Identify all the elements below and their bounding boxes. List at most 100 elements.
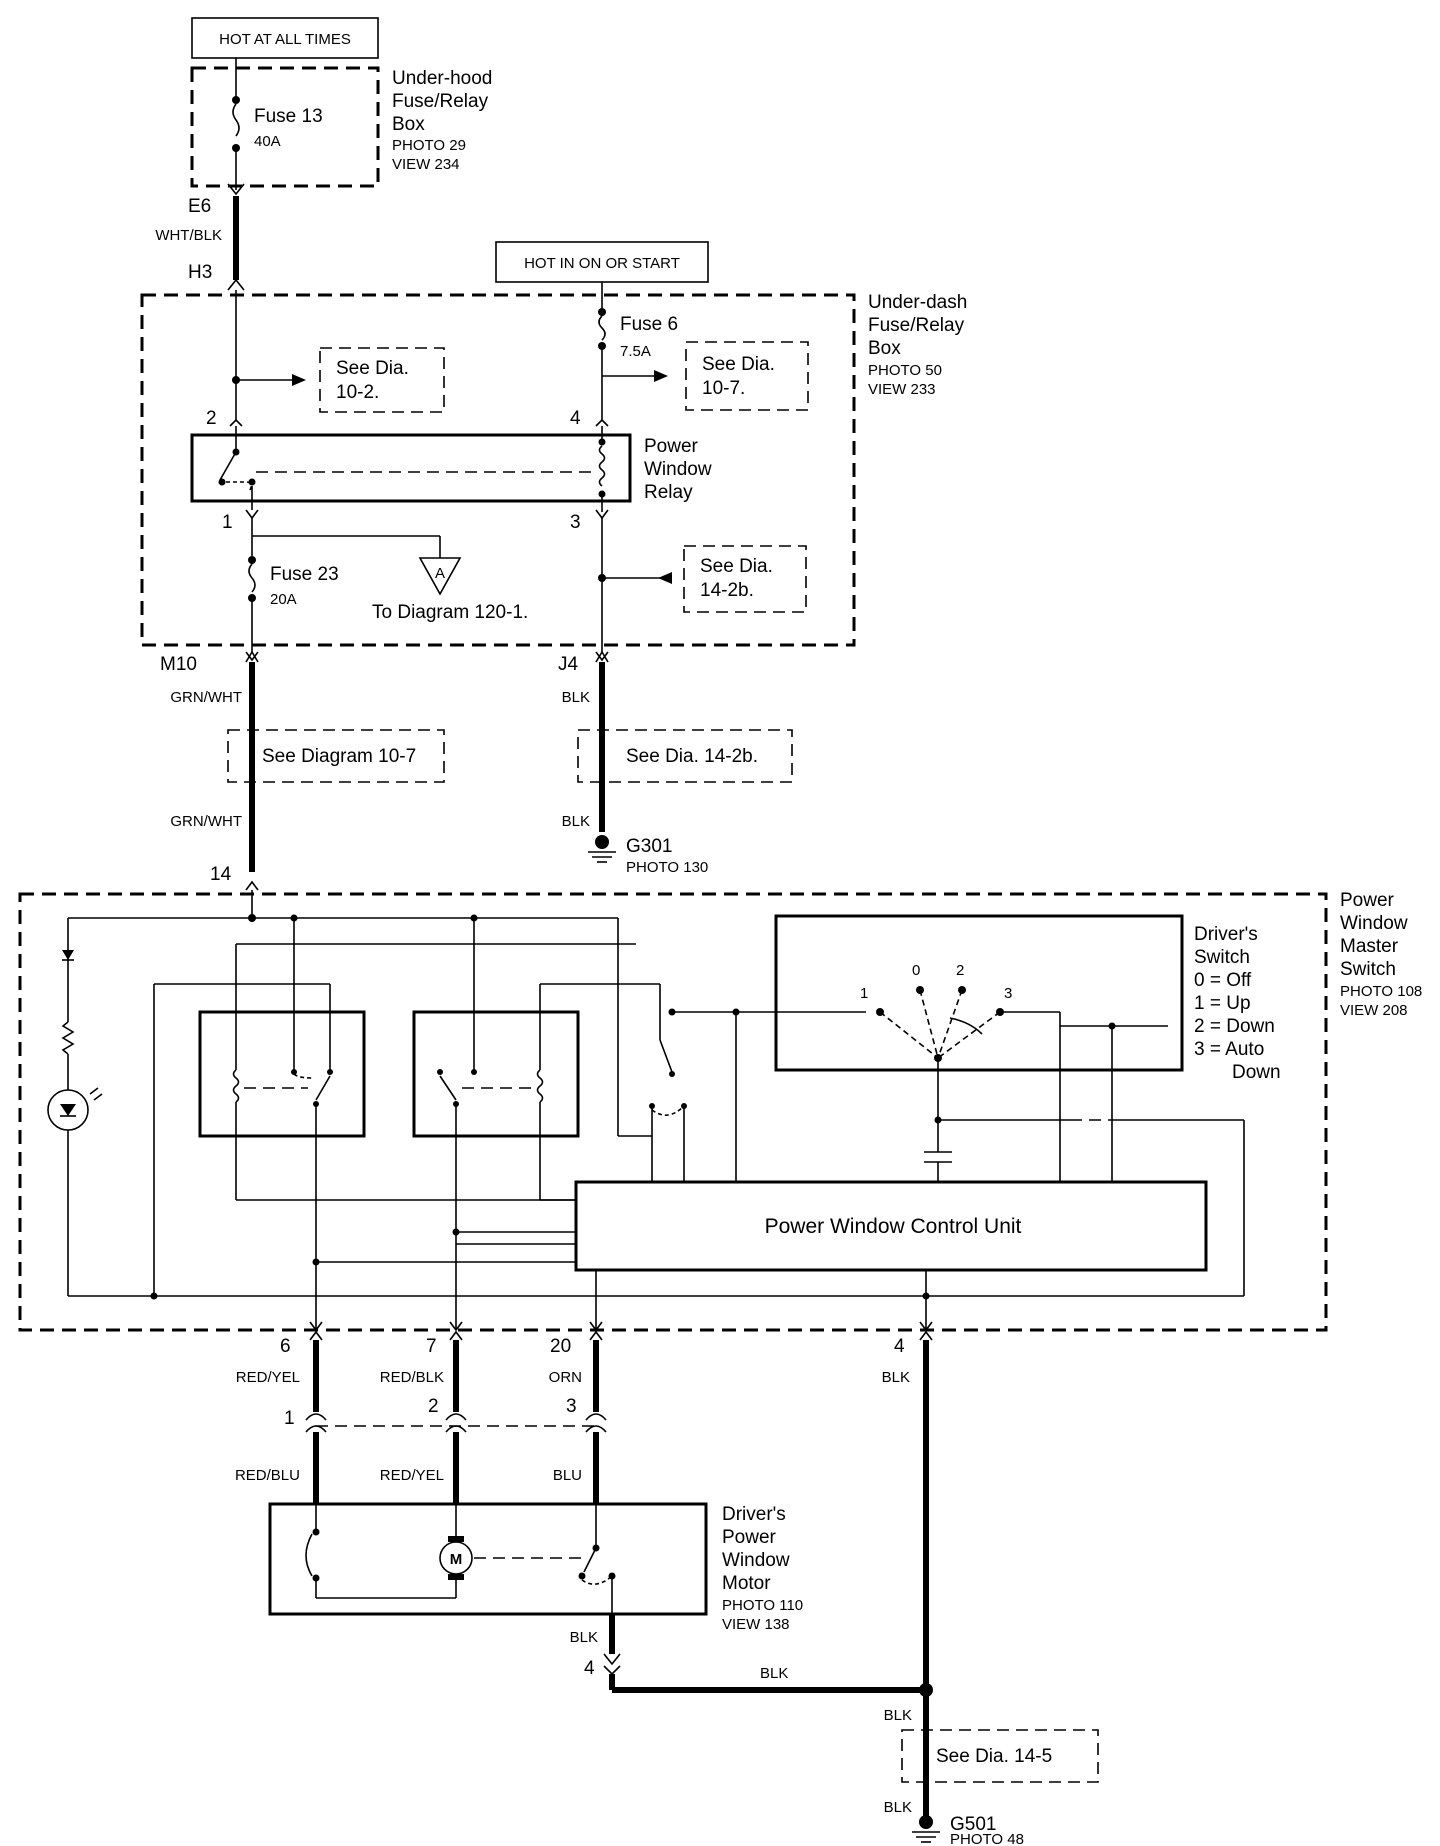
terminal-j4: J4	[558, 654, 579, 675]
switch-position-3: 3	[1004, 985, 1012, 1002]
underdash-fuse-relay-box: Under-dash Fuse/Relay Box PHOTO 50 VIEW …	[140, 282, 967, 662]
fuse-23-name: Fuse 23	[270, 564, 339, 585]
see-dia-10-2-box: See Dia. 10-2.	[319, 347, 445, 413]
relay-title-1: Power	[644, 436, 699, 457]
switch-position-2: 2	[956, 962, 964, 979]
wire-color-blk-motor: BLK	[570, 1629, 598, 1646]
drivers-switch-down: 2 = Down	[1194, 1016, 1275, 1037]
wire-color-red-blu: RED/BLU	[235, 1467, 300, 1484]
motor-title-3: Window	[722, 1550, 790, 1571]
master-pin-4: 4	[894, 1336, 905, 1357]
wire-color-grn-wht-2: GRN/WHT	[170, 813, 242, 830]
relay-pin-1: 1	[222, 512, 233, 533]
underhood-title-3: Box	[392, 114, 425, 135]
terminal-e6: E6	[188, 196, 211, 217]
ground-g501-icon	[900, 1815, 960, 1846]
drivers-switch-title-2: Switch	[1194, 947, 1250, 968]
relay-title-3: Relay	[644, 482, 693, 503]
master-output-pins: 6 7 20 4	[280, 1321, 933, 1357]
fuse-6-rating: 7.5A	[620, 343, 651, 360]
wire-e6-h3: WHT/BLK H3	[155, 183, 245, 291]
drivers-switch-off: 0 = Off	[1194, 970, 1252, 991]
drivers-switch-auto: 3 = Auto	[1194, 1039, 1264, 1060]
fuse-13-rating: 40A	[254, 133, 281, 150]
wire-color-orn-top: ORN	[549, 1369, 582, 1386]
down-relay-middle	[412, 918, 580, 1330]
indicator-led-icon	[47, 1087, 103, 1131]
master-pin-20: 20	[550, 1336, 571, 1357]
fuse-13-symbol	[232, 86, 240, 190]
ground-g501-photo: PHOTO 48	[950, 1831, 1024, 1846]
connector-pin-1: 1	[284, 1408, 295, 1429]
switch-position-1: 1	[860, 985, 868, 1002]
svg-text:M: M	[450, 1551, 463, 1568]
drivers-switch-up: 1 = Up	[1194, 993, 1251, 1014]
master-title-2: Window	[1340, 913, 1408, 934]
motor-ground-wire: BLK 4 BLK	[570, 1614, 933, 1697]
auto-relay-switch	[617, 918, 687, 1182]
master-pin-6: 6	[280, 1336, 291, 1357]
position-selector	[876, 986, 1004, 1062]
hot-at-all-times-label: HOT AT ALL TIMES	[191, 17, 379, 59]
master-view: VIEW 208	[1340, 1002, 1408, 1019]
lower-wiring: RED/YEL RED/BLK ORN BLK 1 2 3 RED/BLU RE…	[235, 1340, 929, 1690]
master-pin-7: 7	[426, 1336, 437, 1357]
connector-pin-3: 3	[566, 1396, 577, 1417]
see-dia-14-2b-box-top: See Dia. 14-2b.	[683, 545, 807, 613]
relay-pin-4: 4	[570, 408, 581, 429]
wire-color-red-blk-top: RED/BLK	[380, 1369, 444, 1386]
underhood-title-2: Fuse/Relay	[392, 91, 489, 112]
power-window-relay	[190, 426, 632, 512]
svg-text:See Dia.: See Dia.	[336, 358, 409, 379]
power-window-master-switch: Power Window Master Switch PHOTO 108 VIE…	[18, 890, 1422, 1332]
fuse-13-name: Fuse 13	[254, 106, 323, 127]
motor-icon: M	[439, 1541, 473, 1575]
fuse-23-rating: 20A	[270, 591, 297, 608]
svg-text:See Diagram 10-7: See Diagram 10-7	[262, 746, 416, 767]
svg-text:A: A	[435, 565, 445, 582]
wire-color-blu: BLU	[553, 1467, 582, 1484]
hot-in-on-or-start-label: HOT IN ON OR START	[495, 241, 709, 283]
underdash-title-3: Box	[868, 338, 901, 359]
capacitor-icon	[924, 1116, 952, 1182]
master-photo: PHOTO 108	[1340, 983, 1422, 1000]
svg-text:See Dia.: See Dia.	[700, 556, 773, 577]
master-pin-14: 14	[210, 864, 232, 885]
ground-g501-label: G501	[950, 1814, 996, 1835]
ground-g301-photo: PHOTO 130	[626, 859, 708, 876]
up-relay-left	[198, 918, 366, 1330]
wire-color-blk-pin4: BLK	[882, 1369, 910, 1386]
underdash-photo: PHOTO 50	[868, 362, 942, 379]
fuse-23-symbol	[248, 556, 256, 652]
svg-text:See Dia. 14-5: See Dia. 14-5	[936, 1746, 1052, 1767]
svg-text:HOT IN ON OR START: HOT IN ON OR START	[524, 255, 680, 272]
svg-text:10-7.: 10-7.	[702, 378, 745, 399]
svg-text:HOT AT ALL TIMES: HOT AT ALL TIMES	[219, 31, 351, 48]
power-window-control-unit: Power Window Control Unit	[574, 1180, 1208, 1272]
drivers-switch: 1 0 2 3	[672, 914, 1184, 1182]
wire-color-grn-wht-1: GRN/WHT	[170, 689, 242, 706]
svg-text:See Dia. 14-2b.: See Dia. 14-2b.	[626, 746, 758, 767]
relay-title-2: Window	[644, 459, 712, 480]
svg-text:14-2b.: 14-2b.	[700, 580, 754, 601]
underhood-title-1: Under-hood	[392, 68, 492, 89]
switch-position-0: 0	[912, 962, 920, 979]
wire-color-wht-blk: WHT/BLK	[155, 227, 222, 244]
motor-photo: PHOTO 110	[722, 1597, 803, 1614]
svg-text:See Dia.: See Dia.	[702, 354, 775, 375]
motor-title-2: Power	[722, 1527, 777, 1548]
wire-color-red-yel-top: RED/YEL	[236, 1369, 300, 1386]
see-diagram-10-7-box: See Diagram 10-7	[227, 729, 445, 783]
svg-text:Power Window Control Unit: Power Window Control Unit	[765, 1215, 1022, 1238]
svg-text:10-2.: 10-2.	[336, 382, 379, 403]
terminal-m10: M10	[160, 654, 197, 675]
relay-pin-3: 3	[570, 512, 581, 533]
drivers-power-window-motor: M	[268, 1502, 708, 1616]
motor-title-4: Motor	[722, 1573, 771, 1594]
connector-a-triangle: A	[418, 557, 462, 596]
ground-g301-label: G301	[626, 836, 672, 857]
motor-view: VIEW 138	[722, 1616, 790, 1633]
see-dia-14-5-box: See Dia. 14-5	[901, 1729, 1099, 1783]
wire-color-blk-j4-2: BLK	[562, 813, 590, 830]
